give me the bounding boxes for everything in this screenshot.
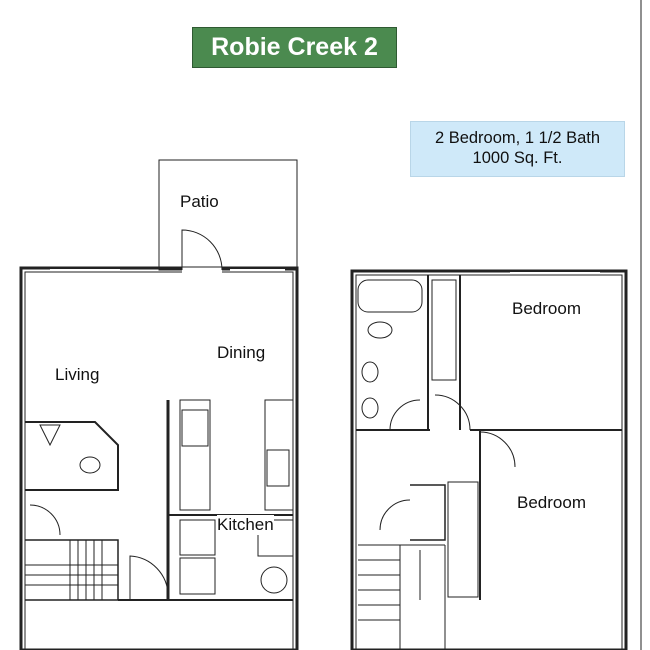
room-label-dining: Dining [217,343,266,362]
room-label-living: Living [55,365,100,384]
plan-info-box: 2 Bedroom, 1 1/2 Bath 1000 Sq. Ft. [410,121,625,177]
room-label-patio: Patio [180,192,219,211]
room-label-bedroom-1: Bedroom [512,299,581,318]
second-floor-plan [350,269,628,650]
square-footage-text: 1000 Sq. Ft. [472,149,563,167]
bed-bath-text: 2 Bedroom, 1 1/2 Bath [434,129,601,147]
room-label-bedroom-2: Bedroom [517,493,586,512]
first-floor-plan [19,159,299,650]
plan-title: Robie Creek 2 [192,27,397,68]
room-label-kitchen: Kitchen [217,515,274,535]
